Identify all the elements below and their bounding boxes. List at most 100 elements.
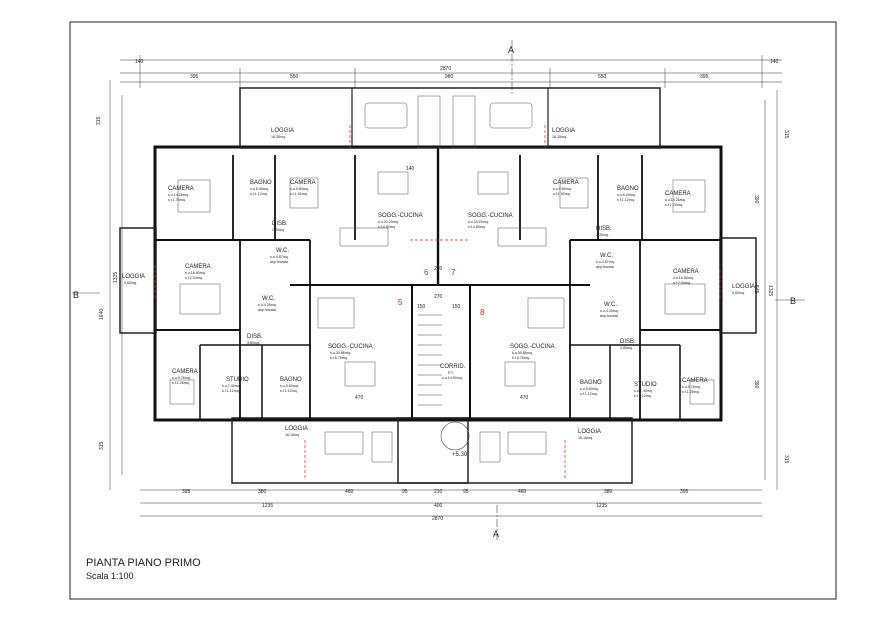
dim-right-315-bot: 315 bbox=[783, 455, 789, 464]
room-camera-7-area: s.u.9.76mq. bbox=[172, 376, 191, 380]
room-disb-4-name: DISB. bbox=[620, 339, 636, 345]
room-loggia-top-right-area: 18.35mq. bbox=[552, 135, 567, 139]
dim-inner-470-right: 470 bbox=[520, 395, 529, 401]
room-sogg-cucina-4-name: SOGG.-CUCINA bbox=[510, 344, 555, 350]
room-disb-2-name: DISB. bbox=[596, 226, 612, 232]
room-camera-3-name: CAMERA bbox=[553, 180, 579, 186]
dim-top-395-right: 395 bbox=[700, 74, 709, 80]
sheet-border bbox=[69, 21, 837, 600]
dim-right-390-bot: 390 bbox=[753, 380, 759, 389]
room-wc-4-area: s.u.4.35mq. bbox=[600, 309, 619, 313]
dim-bot-1235-right: 1235 bbox=[596, 503, 607, 509]
dim-inner-140: 140 bbox=[406, 166, 415, 172]
room-bagno-2-area: s.u.5.40mq. bbox=[617, 193, 636, 197]
section-a-top: A bbox=[508, 40, 514, 95]
room-sogg-cucina-1-area: s.u.33.20mq. bbox=[378, 220, 399, 224]
section-a-top-label: A bbox=[508, 45, 514, 55]
dim-left-1640: 1640 bbox=[99, 309, 105, 320]
section-b-left: B bbox=[72, 290, 100, 300]
dim-left-315-top: 315 bbox=[96, 116, 102, 125]
dim-top-left: 140 bbox=[135, 59, 144, 65]
dim-bot-400: 400 bbox=[434, 503, 443, 509]
room-sogg-cucina-2-light: s.f.4.80mq. bbox=[468, 225, 486, 229]
room-loggia-top-left-name: LOGGIA bbox=[271, 128, 294, 134]
room-wc-4-light: asp.forzata bbox=[600, 314, 618, 318]
room-wc-1-light: asp.forzata bbox=[270, 260, 288, 264]
room-sogg-cucina-1-name: SOGG.-CUCINA bbox=[378, 213, 423, 219]
dim-top-395-left: 395 bbox=[190, 74, 199, 80]
dim-top-total: 2870 bbox=[440, 66, 451, 72]
dim-right-1325: 1325 bbox=[767, 285, 773, 296]
room-wc-1-name: W.C. bbox=[276, 248, 289, 254]
room-loggia-top-left-area: 18.35mq. bbox=[271, 135, 286, 139]
room-corrid-light: s.u.14.90mq. bbox=[442, 376, 463, 380]
room-camera-2-area: s.u.9.80mq. bbox=[290, 187, 309, 191]
section-b-right-label: B bbox=[790, 296, 796, 306]
building-walls bbox=[119, 87, 757, 484]
room-bagno-4-name: BAGNO bbox=[580, 380, 602, 386]
dim-left-1325: 1325 bbox=[113, 272, 119, 283]
unit-markers: 5 6 7 8 bbox=[398, 268, 485, 317]
room-wc-3-light: asp.forzata bbox=[258, 308, 276, 312]
room-wc-4-name: W.C. bbox=[604, 302, 617, 308]
room-wc-1-area: s.u.4.87mq. bbox=[270, 255, 289, 259]
section-a-bottom-label: A bbox=[493, 529, 499, 539]
room-wc-2-area: s.u.4.87mq. bbox=[596, 260, 615, 264]
room-camera-7-light: s.f.1.26mq. bbox=[172, 381, 190, 385]
dim-inner-150-left: 150 bbox=[417, 304, 426, 310]
top-dimensions: 140 2870 140 395 550 980 550 395 bbox=[120, 55, 782, 88]
room-sogg-cucina-3-name: SOGG.-CUCINA bbox=[328, 344, 373, 350]
room-camera-7-name: CAMERA bbox=[172, 369, 198, 375]
drawing-scale: Scala 1:100 bbox=[86, 571, 134, 581]
room-camera-8-name: CAMERA bbox=[682, 378, 708, 384]
room-bagno-1-name: BAGNO bbox=[250, 180, 272, 186]
room-camera-3-light: s.f.1.92mq. bbox=[553, 192, 571, 196]
left-dimensions: 315 1325 1640 315 bbox=[96, 80, 123, 490]
inner-dimensions: 140 270 270 150 150 470 470 bbox=[355, 166, 529, 401]
room-loggia-bottom-left-name: LOGGIA bbox=[285, 426, 308, 432]
marker-7: 7 bbox=[451, 268, 456, 277]
room-bagno-4-light: s.f.1.12mq. bbox=[580, 392, 598, 396]
right-dimensions: 315 390 545 1325 390 315 bbox=[753, 90, 789, 490]
dim-bot-total: 2870 bbox=[432, 516, 443, 522]
room-camera-2-name: CAMERA bbox=[290, 180, 316, 186]
room-loggia-left-area: 5.82mq. bbox=[124, 281, 137, 285]
room-studio-1-name: STUDIO bbox=[226, 377, 249, 383]
room-studio-2-area: s.u.7.40mq. bbox=[634, 389, 653, 393]
dim-bot-210: 210 bbox=[434, 489, 443, 495]
room-studio-2-light: s.f.1.12mq. bbox=[634, 394, 652, 398]
room-labels: LOGGIA 18.35mq. LOGGIA 18.35mq. CAMERA s… bbox=[122, 128, 755, 440]
room-camera-1-light: s.f.1.76mq. bbox=[168, 198, 186, 202]
room-bagno-3-name: BAGNO bbox=[280, 377, 302, 383]
room-disb-2-area: 2.30mq. bbox=[596, 233, 609, 237]
section-a-bottom: A bbox=[493, 505, 499, 540]
room-loggia-right-name: LOGGIA bbox=[732, 284, 755, 290]
dim-top-right: 140 bbox=[770, 59, 779, 65]
room-corrid-name: CORRID. bbox=[440, 364, 466, 370]
room-camera-5-light: s.f.2.04mq. bbox=[185, 276, 203, 280]
room-sogg-cucina-3-light: s.f.5.76mq. bbox=[330, 356, 348, 360]
room-disb-3-area: 3.80mq. bbox=[247, 341, 260, 345]
dim-right-315-top: 315 bbox=[783, 130, 789, 139]
room-studio-1-area: s.u.7.40mq. bbox=[222, 384, 241, 388]
section-b-left-label: B bbox=[73, 290, 79, 300]
room-loggia-right-area: 5.82mq. bbox=[732, 291, 745, 295]
room-camera-1-area: s.u.14.26mq. bbox=[168, 193, 189, 197]
room-wc-2-name: W.C. bbox=[600, 253, 613, 259]
dim-bot-95-right: 95 bbox=[463, 489, 469, 495]
room-camera-5-name: CAMERA bbox=[185, 264, 211, 270]
room-loggia-top-right-name: LOGGIA bbox=[552, 128, 575, 134]
room-camera-6-light: s.f.2.04mq. bbox=[673, 281, 691, 285]
room-disb-3-name: DISB. bbox=[247, 334, 263, 340]
dim-inner-150-right: 150 bbox=[452, 304, 461, 310]
room-studio-2-name: STUDIO bbox=[634, 382, 657, 388]
marker-5: 5 bbox=[398, 298, 403, 307]
room-loggia-bottom-right-name: LOGGIA bbox=[578, 429, 601, 435]
dim-top-550-right: 550 bbox=[598, 74, 607, 80]
dim-bot-380-left: 380 bbox=[258, 489, 267, 495]
dim-right-390-top: 390 bbox=[753, 195, 759, 204]
dim-bot-1235-left: 1235 bbox=[262, 503, 273, 509]
room-loggia-bottom-right-area: 16.16mq. bbox=[578, 436, 593, 440]
room-camera-5-area: s.u.16.80mq. bbox=[185, 271, 206, 275]
